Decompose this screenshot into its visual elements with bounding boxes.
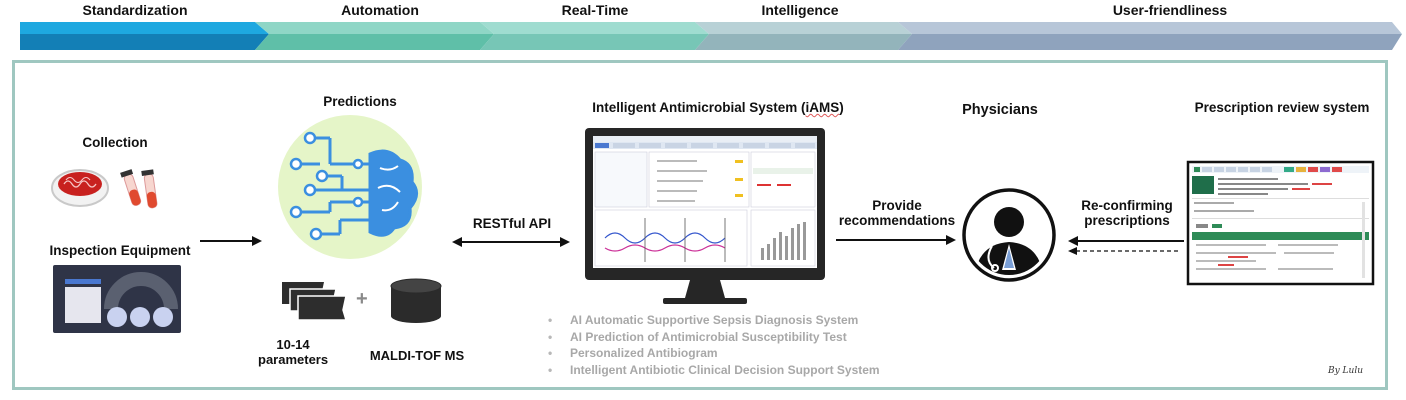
banner-chevron-user-friendliness-lower [898,34,1402,50]
provide-recommendations-label: Provide recommendations [838,198,956,228]
physicians-title: Physicians [962,102,1038,118]
inspection-machine-icon [53,265,181,333]
plus-sign: + [356,288,368,310]
banner-chevron-intelligence-lower [695,34,912,50]
prescription-review-screenshot [1186,160,1375,286]
stage-user-friendliness-label: User-friendliness [1112,2,1228,18]
predictions-title: Predictions [323,94,397,109]
parameters-sheets-icon [282,282,348,321]
maldi-database-icon [390,278,442,323]
prescription-review-title: Prescription review system [1194,100,1370,115]
petri-dish-icon [51,169,109,207]
feature-item: Personalized Antibiogram [548,345,880,362]
feature-item: Intelligent Antibiotic Clinical Decision… [548,362,880,379]
banner-chevron-user-friendliness-upper [898,22,1402,34]
iams-title: Intelligent Antimicrobial System (iAMS) [592,100,844,115]
arrow-to-physicians [836,235,956,245]
banner-chevron-automation-upper [255,22,494,34]
stage-intelligence-label: Intelligence [761,2,839,18]
feature-item: AI Automatic Supportive Sepsis Diagnosis… [548,312,880,329]
stage-standardization-label: Standardization [82,2,188,18]
stage-real-time-label: Real-Time [561,2,629,18]
iams-acronym: iAMS [805,100,840,115]
test-tubes-icon [120,169,158,209]
banner-chevron-standardization-upper [20,22,269,34]
stage-automation-label: Automation [341,2,419,18]
banner-chevron-intelligence-upper [695,22,912,34]
author-signature: By Lulu [1328,366,1364,376]
banner-chevron-real-time-lower [480,34,709,50]
restful-api-double-arrow [452,237,570,247]
reconfirm-arrows [1068,236,1184,255]
collection-title: Collection [82,135,148,150]
reconfirming-prescriptions-label: Re-confirming prescriptions [1081,198,1173,228]
inspection-equipment-title: Inspection Equipment [49,243,191,258]
workflow-banner [20,22,1402,50]
parameters-label: 10-14 parameters [258,337,329,367]
ai-brain-icon [278,115,422,259]
physician-icon [962,188,1056,282]
feature-item: AI Prediction of Antimicrobial Susceptib… [548,329,880,346]
banner-chevron-automation-lower [255,34,494,50]
iams-monitor [585,128,825,304]
restful-api-label: RESTful API [472,216,552,231]
collection-icons [51,169,158,209]
arrow-to-predictions [200,236,262,246]
iams-feature-list: AI Automatic Supportive Sepsis Diagnosis… [548,312,880,378]
maldi-tof-label: MALDI-TOF MS [369,348,465,363]
banner-chevron-real-time-upper [480,22,709,34]
banner-chevron-standardization-lower [20,34,269,50]
